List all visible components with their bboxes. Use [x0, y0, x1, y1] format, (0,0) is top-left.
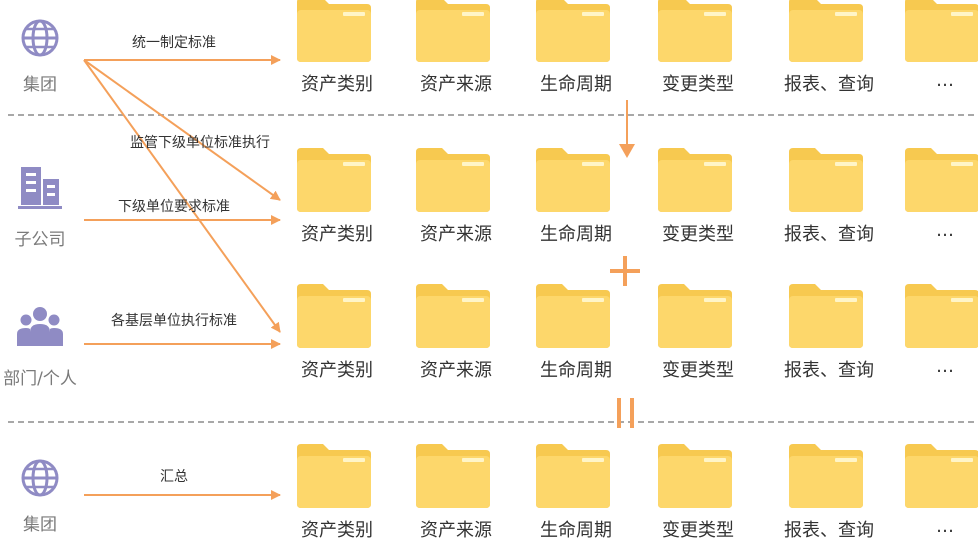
- folder-icon: [789, 284, 863, 348]
- entity-label: 部门/个人: [3, 369, 77, 389]
- folder-label: 生命周期: [540, 74, 612, 95]
- folder-icon: [658, 148, 732, 212]
- folder-icon: [905, 0, 978, 62]
- folder-label: 资产类别: [301, 520, 373, 541]
- folder-icon: [297, 148, 371, 212]
- folder-icon: [789, 0, 863, 62]
- folder-item[interactable]: …: [905, 0, 978, 108]
- arrow-label-require: 下级单位要求标准: [118, 199, 230, 215]
- folder-icon: [789, 444, 863, 508]
- folder-item[interactable]: 资产来源: [416, 444, 496, 554]
- folder-icon: [297, 0, 371, 62]
- arrow-label-unify: 统一制定标准: [132, 35, 216, 51]
- folder-label: …: [936, 516, 954, 537]
- folder-item[interactable]: 报表、查询: [784, 444, 874, 554]
- folder-icon: [297, 444, 371, 508]
- folder-item[interactable]: 报表、查询: [784, 284, 874, 394]
- folder-label: …: [936, 356, 954, 377]
- folder-label: 变更类型: [662, 520, 734, 541]
- folder-item[interactable]: 生命周期: [536, 0, 616, 108]
- people-icon: [17, 307, 63, 346]
- folder-label: 变更类型: [662, 74, 734, 95]
- arrow-label-execute: 各基层单位执行标准: [111, 313, 237, 329]
- folder-label: 变更类型: [662, 224, 734, 245]
- down-arrow-icon: [619, 100, 635, 158]
- folder-icon: [416, 148, 490, 212]
- folder-icon: [658, 0, 732, 62]
- folder-item[interactable]: 报表、查询: [784, 0, 874, 108]
- connector-layer: [83, 55, 640, 500]
- folder-item[interactable]: …: [905, 444, 978, 554]
- folder-label: 资产来源: [420, 360, 492, 381]
- folder-label: 资产类别: [301, 224, 373, 245]
- folder-icon: [658, 284, 732, 348]
- entity-label: 集团: [23, 75, 57, 95]
- folder-item[interactable]: 资产类别: [297, 0, 377, 108]
- folder-icon: [536, 0, 610, 62]
- folder-label: 资产来源: [420, 224, 492, 245]
- folder-label: 资产类别: [301, 74, 373, 95]
- folder-label: 生命周期: [540, 520, 612, 541]
- arrow-supervise-sub: [83, 59, 281, 201]
- folder-label: 资产来源: [420, 520, 492, 541]
- arrow-label-supervise: 监管下级单位标准执行: [130, 135, 270, 151]
- diagram-canvas: 统一制定标准 监管下级单位标准执行 下级单位要求标准 各基层单位执行标准 汇总 …: [3, 0, 978, 541]
- folder-item[interactable]: …: [905, 284, 978, 394]
- folder-label: 报表、查询: [784, 74, 874, 95]
- entity-label: 子公司: [14, 230, 66, 250]
- building-icon: [18, 167, 62, 209]
- folder-item[interactable]: 报表、查询: [784, 148, 874, 258]
- folder-icon: [536, 148, 610, 212]
- folder-item[interactable]: 变更类型: [658, 0, 738, 108]
- folder-label: 生命周期: [540, 224, 612, 245]
- folder-item[interactable]: 变更类型: [658, 148, 738, 258]
- folder-item[interactable]: 资产来源: [416, 0, 496, 108]
- folder-item[interactable]: 生命周期: [536, 148, 616, 258]
- folder-icon: [658, 444, 732, 508]
- folder-icon: [297, 284, 371, 348]
- folder-label: 资产来源: [420, 74, 492, 95]
- folder-label: 资产类别: [301, 360, 373, 381]
- divider-bottom: [8, 421, 974, 423]
- folder-label: 报表、查询: [784, 224, 874, 245]
- folder-icon: [789, 148, 863, 212]
- folder-item[interactable]: …: [905, 148, 978, 258]
- folder-item[interactable]: 生命周期: [536, 284, 616, 394]
- folder-label: 生命周期: [540, 360, 612, 381]
- folder-label: …: [936, 70, 954, 91]
- equals-icon: [617, 398, 634, 428]
- folder-item[interactable]: 资产类别: [297, 444, 377, 554]
- folder-item[interactable]: 资产类别: [297, 148, 377, 258]
- folder-label: …: [936, 220, 954, 241]
- folder-label: 报表、查询: [784, 520, 874, 541]
- folder-item[interactable]: 资产类别: [297, 284, 377, 394]
- folder-label: 报表、查询: [784, 360, 874, 381]
- folder-item[interactable]: 变更类型: [658, 444, 738, 554]
- folder-icon: [905, 444, 978, 508]
- folder-item[interactable]: 资产来源: [416, 148, 496, 258]
- folder-icon: [536, 444, 610, 508]
- folder-item[interactable]: 变更类型: [658, 284, 738, 394]
- arrow-supervise-dept: [83, 59, 281, 333]
- folder-item[interactable]: 生命周期: [536, 444, 616, 554]
- folder-icon: [905, 284, 978, 348]
- arrow-label-summary: 汇总: [160, 469, 188, 485]
- folder-icon: [416, 444, 490, 508]
- folder-icon: [416, 0, 490, 62]
- globe-icon: [21, 19, 59, 57]
- folder-icon: [536, 284, 610, 348]
- entity-label: 集团: [23, 515, 57, 535]
- globe-icon: [21, 459, 59, 497]
- folder-label: 变更类型: [662, 360, 734, 381]
- plus-icon: [610, 256, 640, 286]
- folder-item[interactable]: 资产来源: [416, 284, 496, 394]
- folder-icon: [905, 148, 978, 212]
- folder-icon: [416, 284, 490, 348]
- divider-top: [8, 114, 974, 116]
